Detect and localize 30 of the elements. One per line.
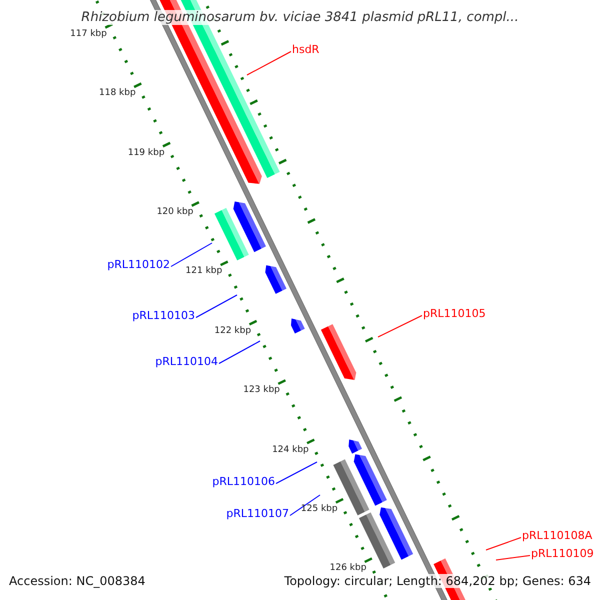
leader-line: [218, 340, 260, 364]
leader-line: [486, 537, 522, 550]
leader-line: [496, 555, 530, 560]
gene-label: pRL110103: [132, 310, 195, 321]
scale-label: 121 kbp: [186, 267, 222, 276]
gene-label: hsdR: [292, 44, 320, 55]
scale-label: 117 kbp: [70, 30, 107, 39]
footer-text: Accession: NC_008384: [7, 574, 148, 588]
scale-label: 125 kbp: [300, 505, 338, 514]
gene-label: pRL110104: [155, 356, 218, 367]
leader-line: [378, 315, 422, 338]
scale-label: 126 kbp: [330, 564, 366, 574]
scale-label: 123 kbp: [243, 386, 280, 396]
leader-line: [170, 242, 212, 267]
gene-label: pRL110109: [531, 548, 594, 559]
gene-label: pRL110108A: [522, 530, 592, 541]
scale-label: 119 kbp: [128, 148, 165, 158]
leader-line: [290, 494, 320, 516]
gene-label: pRL110102: [107, 259, 170, 270]
leader-line: [196, 294, 238, 318]
leader-line: [246, 51, 292, 76]
footer-text: Topology: circular; Length: 684,202 bp; Genes: 634: [282, 574, 593, 588]
scale-label: 120 kbp: [156, 208, 194, 218]
scale-label: 122 kbp: [214, 326, 252, 336]
gene-label: pRL110107: [226, 508, 289, 519]
gene-label: pRL110106: [212, 476, 275, 487]
leader-line: [276, 462, 318, 484]
gene-label: pRL110105: [423, 308, 486, 319]
scale-label: 118 kbp: [99, 89, 136, 98]
scale-label: 124 kbp: [272, 446, 309, 455]
